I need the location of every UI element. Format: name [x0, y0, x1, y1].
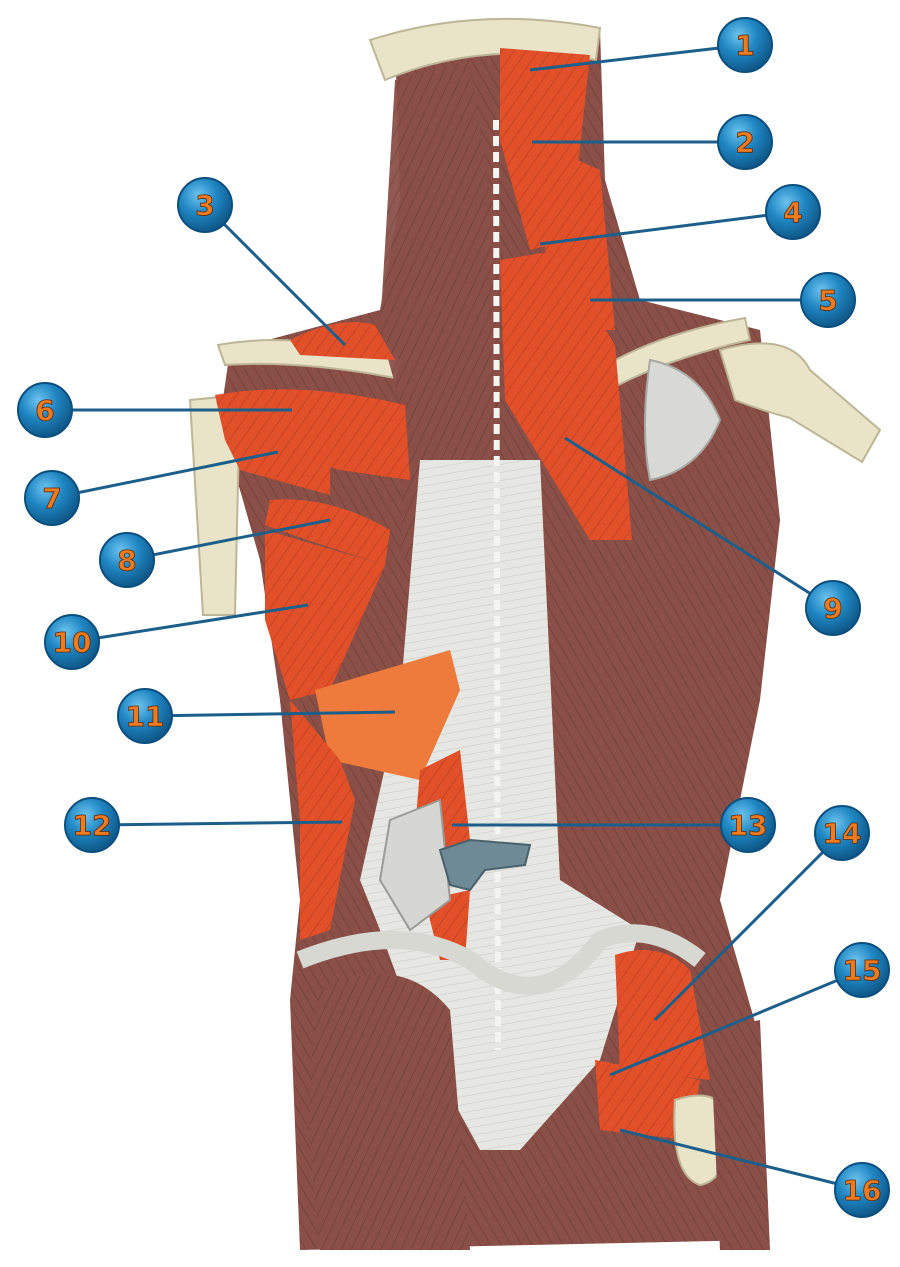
badge-circle-13	[720, 797, 776, 853]
badge-number-13: 13	[729, 809, 768, 842]
gluteus-maximus-left	[310, 974, 470, 1250]
skull-base-bone	[368, 17, 602, 82]
badge-number-5: 5	[818, 284, 837, 317]
badge-circle-9	[805, 580, 861, 636]
leader-line-8	[126, 518, 331, 562]
leader-line-10	[71, 603, 309, 644]
callout-badge-10: 10	[44, 614, 100, 670]
badge-number-10: 10	[53, 626, 92, 659]
right-hip-muscle	[710, 1020, 770, 1250]
rib-cartilage	[438, 838, 532, 892]
badge-number-16: 16	[843, 1174, 882, 1207]
badge-circle-5	[800, 272, 856, 328]
leader-line-16	[619, 1128, 863, 1192]
leader-line-1	[529, 43, 746, 72]
badge-number-11: 11	[126, 700, 165, 733]
teres-minor-muscle	[225, 440, 330, 495]
callout-badge-14: 14	[814, 805, 870, 861]
badge-circle-3	[177, 177, 233, 233]
callout-badge-4: 4	[765, 184, 821, 240]
right-humerus	[718, 342, 882, 464]
callout-badge-16: 16	[834, 1162, 890, 1218]
latissimus-dorsi-right	[520, 520, 770, 880]
callout-badge-13: 13	[720, 797, 776, 853]
trapezius-muscle	[380, 60, 500, 560]
badge-number-7: 7	[42, 482, 61, 515]
callout-badge-1: 1	[717, 17, 773, 73]
leader-line-4	[539, 210, 794, 246]
callout-badge-7: 7	[24, 470, 80, 526]
rhomboid-muscle	[500, 250, 632, 540]
callout-badge-15: 15	[834, 942, 890, 998]
external-oblique-muscle	[290, 700, 355, 940]
leader-line-7	[51, 450, 279, 500]
badge-circle-14	[814, 805, 870, 861]
right-shoulder-joint	[644, 358, 722, 482]
callout-badge-2: 2	[717, 114, 773, 170]
badge-circle-10	[44, 614, 100, 670]
badge-number-1: 1	[735, 29, 754, 62]
leader-line-11	[144, 710, 396, 718]
callout-badge-6: 6	[17, 382, 73, 438]
badge-number-6: 6	[35, 394, 54, 427]
callout-badge-12: 12	[64, 797, 120, 853]
badge-number-9: 9	[823, 592, 842, 625]
badge-number-12: 12	[73, 809, 112, 842]
infraspinatus-muscle	[215, 389, 410, 480]
badge-circle-4	[765, 184, 821, 240]
badge-circle-11	[117, 688, 173, 744]
callout-badge-3: 3	[177, 177, 233, 233]
iliac-crest	[296, 924, 706, 995]
leader-line-14	[653, 831, 844, 1022]
callout-badge-11: 11	[117, 688, 173, 744]
leader-line-9	[564, 436, 834, 610]
leader-line-3	[203, 203, 347, 347]
serratus-posterior-inferior-muscle	[315, 650, 460, 780]
serratus-anterior-muscle	[265, 530, 385, 700]
callout-badge-8: 8	[99, 532, 155, 588]
leader-line-15	[609, 968, 863, 1077]
spine-line	[493, 119, 501, 1051]
badge-number-4: 4	[783, 196, 802, 229]
leader-line-12	[91, 820, 343, 827]
badge-circle-8	[99, 532, 155, 588]
badge-circle-16	[834, 1162, 890, 1218]
badge-circle-6	[17, 382, 73, 438]
callout-badge-9: 9	[805, 580, 861, 636]
teres-major-muscle	[265, 499, 390, 565]
callout-badge-5: 5	[800, 272, 856, 328]
badge-number-8: 8	[117, 544, 136, 577]
badge-number-2: 2	[735, 126, 754, 159]
badge-circle-15	[834, 942, 890, 998]
badge-circle-2	[717, 114, 773, 170]
badge-circle-7	[24, 470, 80, 526]
lumbar-triangle	[378, 798, 452, 932]
badge-circle-12	[64, 797, 120, 853]
gluteus-medius-muscle	[615, 950, 710, 1080]
badge-number-15: 15	[843, 954, 882, 987]
badge-circle-1	[717, 17, 773, 73]
badge-number-3: 3	[195, 189, 214, 222]
badge-number-14: 14	[823, 817, 862, 850]
right-scapula-spine	[588, 316, 752, 397]
